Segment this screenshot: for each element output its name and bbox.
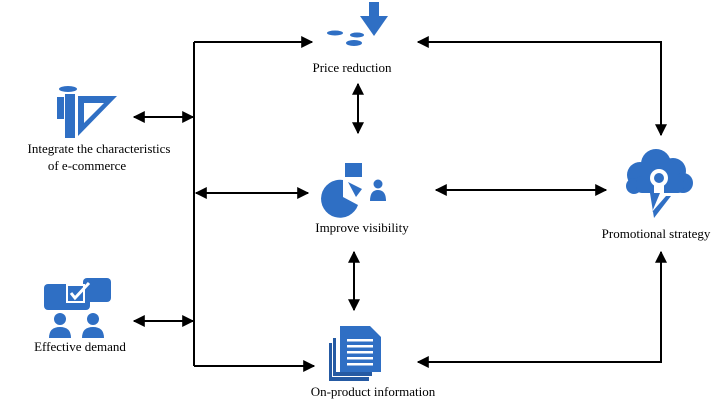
- connectors: [132, 36, 667, 372]
- promotional-strategy-label: Promotional strategy: [602, 226, 711, 241]
- idea-cloud-icon: [626, 149, 693, 218]
- arrow-price-promotional: [416, 36, 667, 137]
- on-product-information-label: On-product information: [311, 384, 436, 399]
- presentation-chart-icon: [321, 163, 386, 218]
- down-arrow-icon: [327, 2, 388, 46]
- design-tools-icon: [57, 86, 117, 138]
- improve-visibility-label: Improve visibility: [315, 220, 409, 235]
- effective-demand-label: Effective demand: [34, 339, 126, 354]
- documents-icon: [329, 326, 381, 381]
- price-reduction-label: Price reduction: [312, 60, 392, 75]
- node-promotional-strategy: Promotional strategy: [602, 149, 711, 241]
- node-improve-visibility: Improve visibility: [315, 163, 409, 235]
- node-price-reduction: Price reduction: [312, 2, 392, 75]
- discussion-people-icon: [44, 278, 111, 338]
- node-effective-demand: Effective demand: [34, 278, 126, 354]
- node-on-product-information: On-product information: [311, 326, 436, 399]
- integrate-label-line1: Integrate the characteristics: [28, 141, 171, 156]
- integrate-label-line2: of e-commerce: [48, 158, 127, 173]
- node-integrate: Integrate the characteristics of e-comme…: [28, 86, 171, 173]
- arrow-onproduct-promotional: [416, 250, 667, 368]
